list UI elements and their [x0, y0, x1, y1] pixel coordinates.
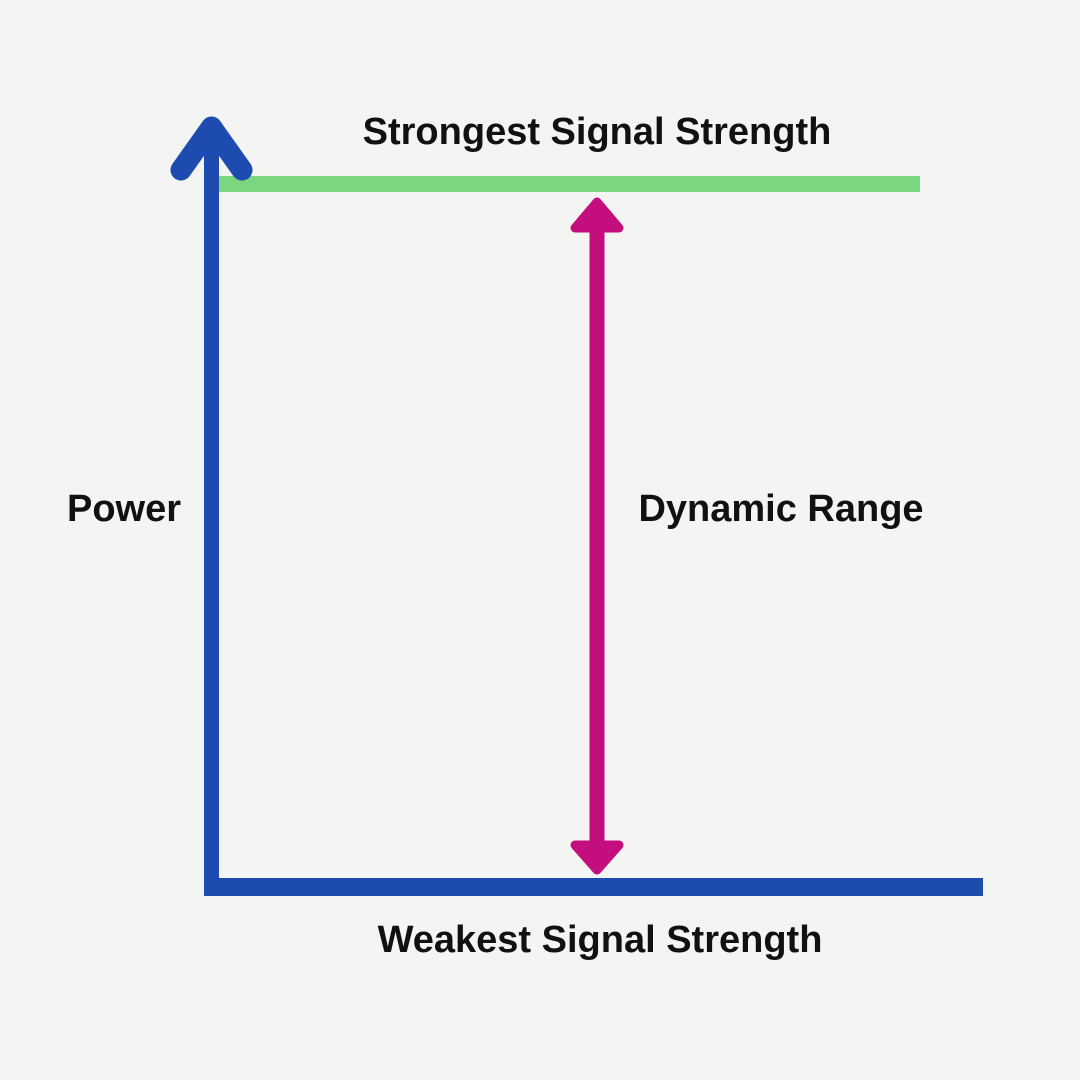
strongest-signal-level-line	[219, 176, 920, 192]
dynamic-range-arrow	[570, 197, 624, 875]
dynamic-range-label: Dynamic Range	[638, 488, 924, 530]
strongest-signal-label: Strongest Signal Strength	[362, 111, 832, 153]
up-arrowhead-icon	[170, 116, 253, 181]
power-axis	[170, 116, 983, 896]
dynamic-range-arrow-shaft	[589, 215, 605, 855]
up-arrowhead-icon	[570, 197, 624, 233]
weakest-signal-label: Weakest Signal Strength	[377, 919, 823, 961]
power-axis-vertical-line	[204, 132, 219, 896]
power-axis-label: Power	[67, 488, 182, 530]
power-axis-horizontal-line	[204, 878, 983, 896]
down-arrowhead-icon	[570, 840, 624, 875]
